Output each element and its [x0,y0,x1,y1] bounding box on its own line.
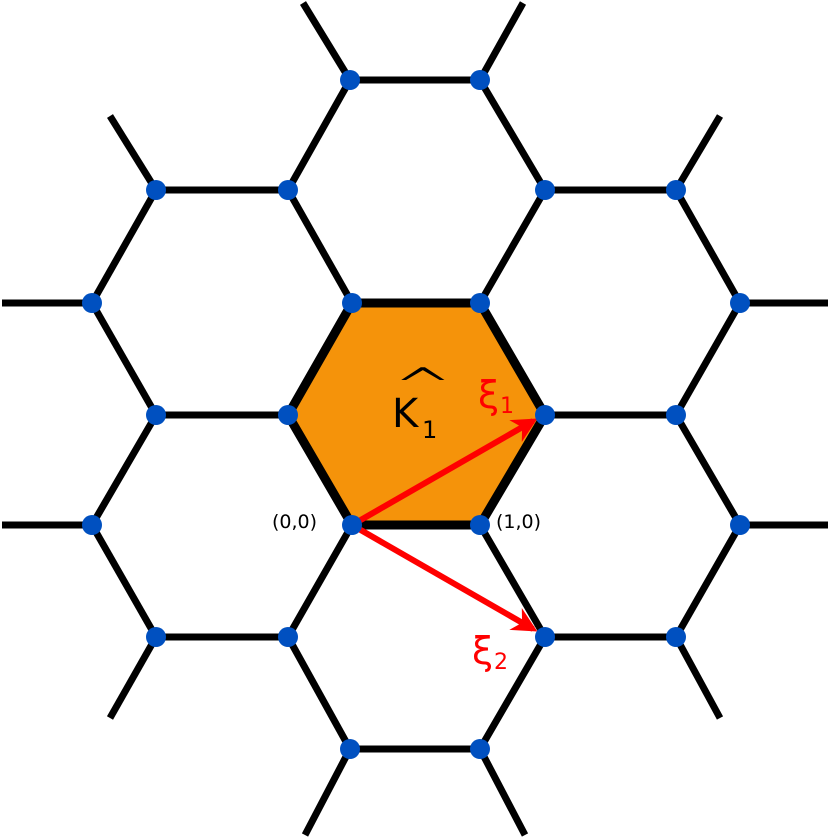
lattice-edge [672,301,744,417]
lattice-node [470,515,490,535]
lattice-node [470,293,490,313]
lattice-node [666,180,686,200]
lattice-edge [88,523,160,639]
lattice-node [666,405,686,425]
lattice-edge [301,747,354,837]
lattice-node [278,180,298,200]
lattice-edge [106,635,160,720]
origin-label: (0,0) [272,511,318,533]
lattice-edge [672,188,744,305]
lattice-node [340,739,360,759]
lattice-edge [476,188,549,305]
xi1-subscript: 1 [500,394,514,419]
lattice-node [342,515,362,535]
lattice-edge [300,1,353,82]
lattice-node [278,627,298,647]
lattice-edge [476,747,529,837]
lattice-edge [476,78,549,192]
lattice-edge [88,188,160,305]
xi2-subscript: 2 [494,650,508,675]
lattice-node [470,739,490,759]
cell-label-hat: ^ [392,358,454,412]
cell-label-subscript: 1 [422,416,438,444]
cell-label-letter: K [392,391,419,437]
lattice-node [535,180,555,200]
lattice-nodes [82,70,750,759]
lattice-node [146,627,166,647]
lattice-node [146,405,166,425]
lattice-node [470,70,490,90]
unit-point-label: (1,0) [496,511,542,533]
lattice-edge [672,523,744,639]
reference-cell-k1 [288,303,545,525]
xi2-label: ξ 2 [472,629,508,674]
lattice-node [535,627,555,647]
lattice-edge [284,523,356,639]
lattice-edge [284,188,356,305]
lattice-node [342,293,362,313]
lattice-node [535,405,555,425]
lattice-node [730,515,750,535]
xi1-label: ξ 1 [478,373,514,418]
lattice-node [146,180,166,200]
lattice-node [730,293,750,313]
lattice-edge [476,635,549,751]
lattice-node [278,405,298,425]
lattice-node [666,627,686,647]
xi2-arrow [350,522,538,632]
lattice-node [82,515,102,535]
cell-label: ^ K 1 [392,362,454,458]
lattice-node [340,70,360,90]
lattice-edge [284,78,354,192]
lattice-edge [88,413,160,527]
lattice-edge [476,1,527,82]
lattice-edge [672,413,744,527]
xi2-symbol: ξ [472,629,494,673]
lattice-edge [88,301,160,417]
lattice-node [82,293,102,313]
lattice-edge [107,114,159,192]
lattice-edge [672,114,724,192]
lattice-edge [672,635,724,720]
lattice-edge [284,635,354,751]
xi1-symbol: ξ [478,373,500,417]
lattice-vectors [350,418,538,632]
xi1-arrow [350,418,538,528]
